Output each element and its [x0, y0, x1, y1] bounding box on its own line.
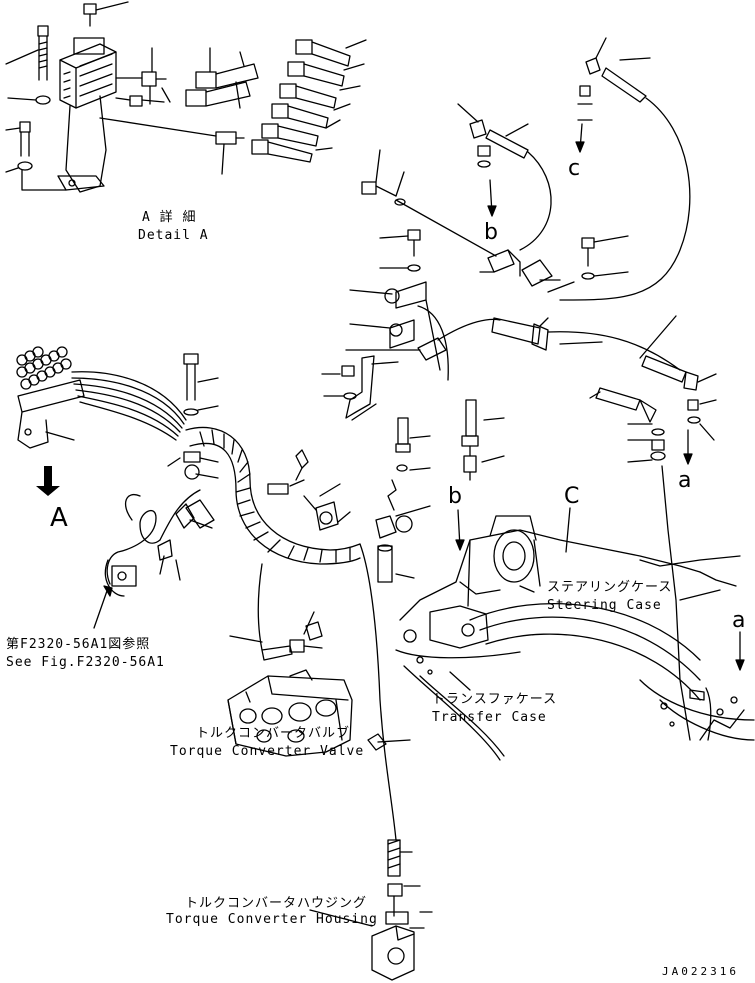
lower-piping: [367, 733, 433, 981]
torque-converter-valve-label-en: Torque Converter Valve: [170, 744, 365, 759]
callout-a-case: a: [732, 608, 746, 633]
see-fig-label-ja: 第F2320-56A1図参照: [6, 637, 151, 652]
transmission-case-drawing: [395, 515, 755, 761]
torque-converter-valve-drawing: [227, 669, 353, 757]
view-a-label: A: [50, 503, 68, 533]
transfer-case-label-ja: トランスファケース: [432, 692, 558, 707]
torque-converter-housing-label-en: Torque Converter Housing: [166, 912, 378, 927]
callout-c-case: C: [564, 484, 580, 509]
steering-case-label-en: Steering Case: [547, 598, 662, 613]
wiring-harness: [16, 346, 397, 841]
detail-a-label-en: Detail A: [138, 228, 209, 243]
torque-converter-housing-label-ja: トルクコンバータハウジング: [185, 896, 368, 911]
callout-c-top: c: [568, 156, 581, 181]
callout-b-top: b: [484, 220, 498, 245]
callout-a-top: a: [678, 468, 692, 493]
see-fig-label-en: See Fig.F2320-56A1: [6, 655, 165, 670]
steering-case-label-ja: ステアリングケース: [547, 580, 673, 595]
leader-lines: [36, 123, 745, 927]
callout-b-case: b: [448, 484, 462, 509]
torque-converter-valve-label-ja: トルクコンバータバルブ: [196, 726, 351, 741]
detail-a-drawing: [5, 1, 367, 193]
detail-a-label-ja: A 詳 細: [142, 210, 197, 225]
upper-piping: [321, 37, 717, 741]
transfer-case-label-en: Transfer Case: [432, 710, 547, 725]
drawing-code: JA022316: [662, 965, 739, 978]
